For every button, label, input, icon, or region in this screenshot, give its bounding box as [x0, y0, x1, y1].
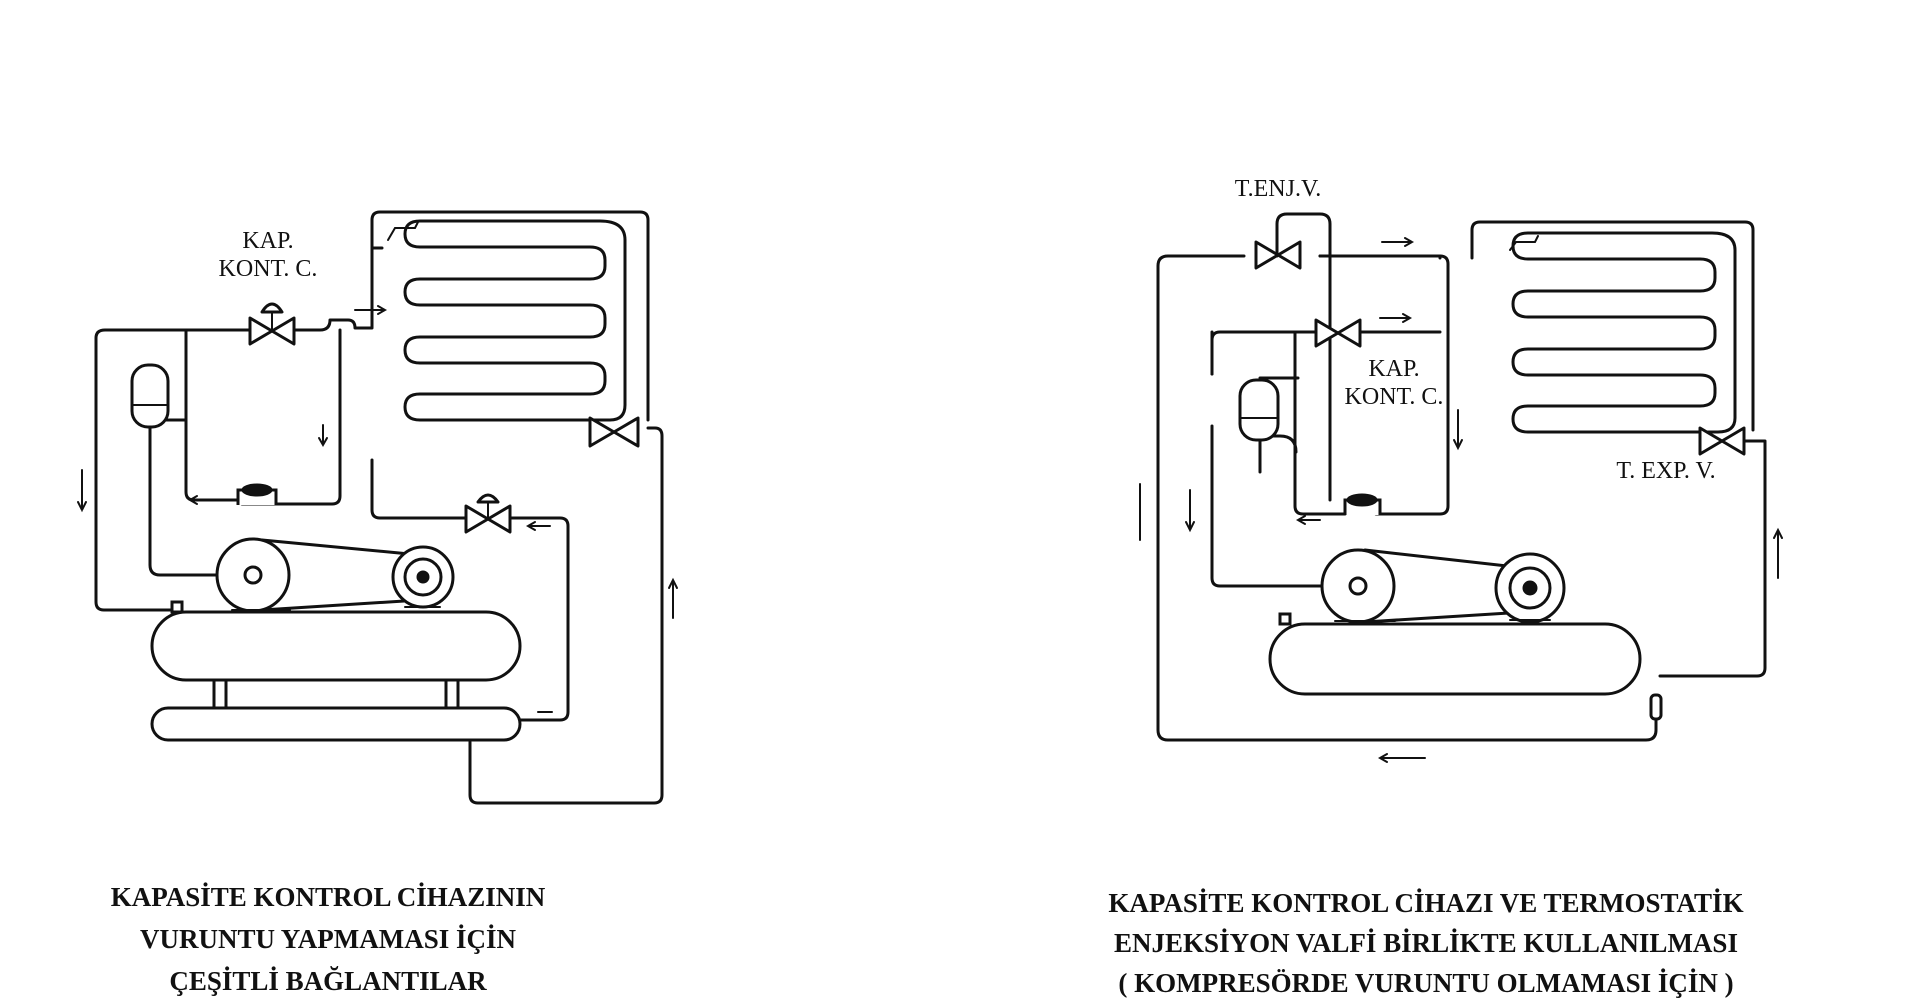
capacity-control-valve-right — [1314, 318, 1362, 348]
evaporator-frame — [370, 210, 650, 422]
left-caption-line1: KAPASİTE KONTROL CİHAZININ — [111, 882, 546, 912]
left-loop — [94, 328, 188, 612]
injection-branch — [1275, 212, 1332, 502]
hot-gas-line — [184, 246, 384, 332]
liquid-line-right — [1658, 439, 1767, 678]
compressor-left — [215, 483, 291, 613]
left-valve-label-line1: KAP. — [242, 228, 293, 254]
condenser-right — [1268, 622, 1642, 696]
receiver-tank-left — [130, 363, 170, 429]
evaporator-coil-right — [1511, 231, 1737, 434]
motor-left — [260, 538, 455, 612]
left-schematic: KAP. KONT. C. KAPASİTE KONTROL CİHAZININ… — [77, 210, 678, 996]
compressor-right — [1320, 493, 1396, 624]
right-schematic: T.ENJ.V. KAP. KONT. C. T. EXP. V. KAPASİ… — [1108, 176, 1783, 998]
right-caption-line1: KAPASİTE KONTROL CİHAZI VE TERMOSTATİK — [1108, 888, 1743, 918]
left-valve-label-line2: KONT. C. — [219, 256, 318, 282]
top-line-right — [1318, 254, 1450, 516]
injection-valve-label: T.ENJ.V. — [1235, 176, 1321, 202]
left-caption-line3: ÇEŞİTLİ BAĞLANTILAR — [169, 966, 487, 996]
right-capacity-label-line2: KONT. C. — [1345, 384, 1444, 410]
evaporator-coil — [403, 219, 627, 422]
right-capacity-label-line1: KAP. — [1368, 356, 1419, 382]
sight-glass-right — [1649, 693, 1663, 721]
discharge-to-condenser — [370, 458, 570, 722]
right-caption-line3: ( KOMPRESÖRDE VURUNTU OLMAMASI İÇİN ) — [1118, 968, 1733, 998]
receiver-tank-right — [1238, 378, 1280, 442]
right-caption-line2: ENJEKSİYON VALFİ BİRLİKTE KULLANILMASI — [1114, 928, 1738, 958]
capacity-valve-lower-left — [464, 493, 512, 534]
receiver-feed — [148, 418, 244, 502]
receiver-to-compressor — [148, 423, 227, 577]
expansion-return-line — [468, 426, 664, 805]
receiver-line-right — [1210, 376, 1332, 588]
motor-right — [1363, 548, 1566, 624]
left-caption-line2: VURUNTU YAPMAMASI İÇİN — [140, 924, 517, 954]
flow-arrows-right — [1139, 237, 1783, 763]
injection-valve — [1254, 240, 1302, 270]
evaporator-frame-right — [1470, 220, 1755, 432]
expansion-valve-label: T. EXP. V. — [1616, 458, 1715, 484]
condenser-lower-left — [150, 706, 522, 742]
flow-arrows-left — [77, 305, 678, 713]
receiver-return-right — [1258, 434, 1298, 454]
capacity-control-valve-left — [248, 302, 296, 346]
suction-header — [240, 328, 342, 506]
inner-loop-right — [1210, 330, 1347, 516]
expansion-valve-left — [588, 416, 640, 448]
evaporator-bulb-line — [387, 221, 419, 241]
condenser-upper-left — [150, 610, 522, 682]
